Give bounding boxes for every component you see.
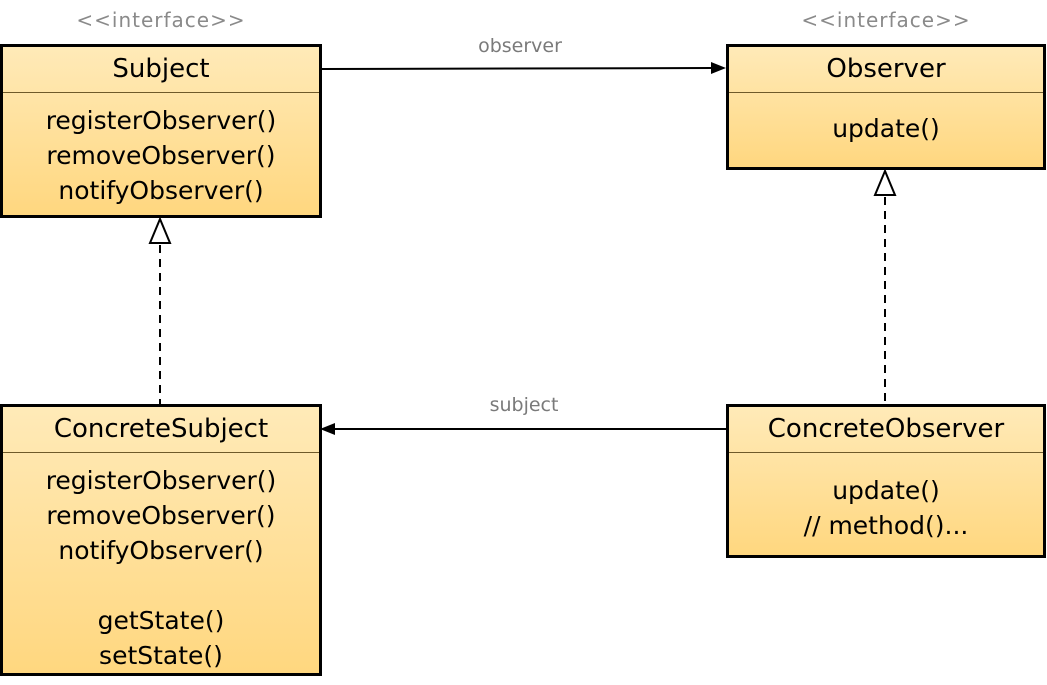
association-subject-arrow — [320, 423, 726, 435]
subject-class-name: Subject — [3, 47, 319, 93]
association-subject-label: subject — [489, 394, 559, 416]
concrete-subject-method: notifyObserver() — [58, 536, 264, 565]
concrete-subject-method-spacer — [3, 568, 319, 603]
concrete-observer-methods: update() // method()... — [729, 453, 1043, 543]
association-observer-arrow — [321, 62, 726, 74]
concrete-subject-methods: registerObserver() removeObserver() noti… — [3, 453, 319, 673]
subject-methods: registerObserver() removeObserver() noti… — [3, 93, 319, 208]
observer-methods: update() — [729, 93, 1043, 146]
realization-observer-arrow — [873, 168, 897, 405]
subject-class-box[interactable]: Subject registerObserver() removeObserve… — [0, 44, 322, 218]
concrete-subject-method: setState() — [99, 641, 223, 670]
concrete-observer-method: // method()... — [803, 511, 969, 540]
subject-stereotype: <<interface>> — [76, 8, 246, 32]
concrete-subject-method: removeObserver() — [46, 501, 276, 530]
concrete-observer-method: update() — [832, 476, 940, 505]
concrete-subject-class-name: ConcreteSubject — [3, 407, 319, 453]
concrete-subject-class-box[interactable]: ConcreteSubject registerObserver() remov… — [0, 404, 322, 676]
concrete-subject-method: registerObserver() — [45, 466, 277, 495]
observer-method: update() — [832, 114, 940, 143]
realization-subject-arrow — [148, 216, 172, 405]
subject-method: removeObserver() — [46, 141, 276, 170]
observer-class-name: Observer — [729, 47, 1043, 93]
association-observer-label: observer — [478, 35, 562, 57]
concrete-subject-method: getState() — [97, 606, 225, 635]
subject-method: registerObserver() — [45, 106, 277, 135]
observer-stereotype: <<interface>> — [801, 8, 971, 32]
subject-method: notifyObserver() — [58, 176, 264, 205]
observer-class-box[interactable]: Observer update() — [726, 44, 1046, 170]
concrete-observer-class-box[interactable]: ConcreteObserver update() // method()... — [726, 404, 1046, 558]
concrete-observer-class-name: ConcreteObserver — [729, 407, 1043, 453]
